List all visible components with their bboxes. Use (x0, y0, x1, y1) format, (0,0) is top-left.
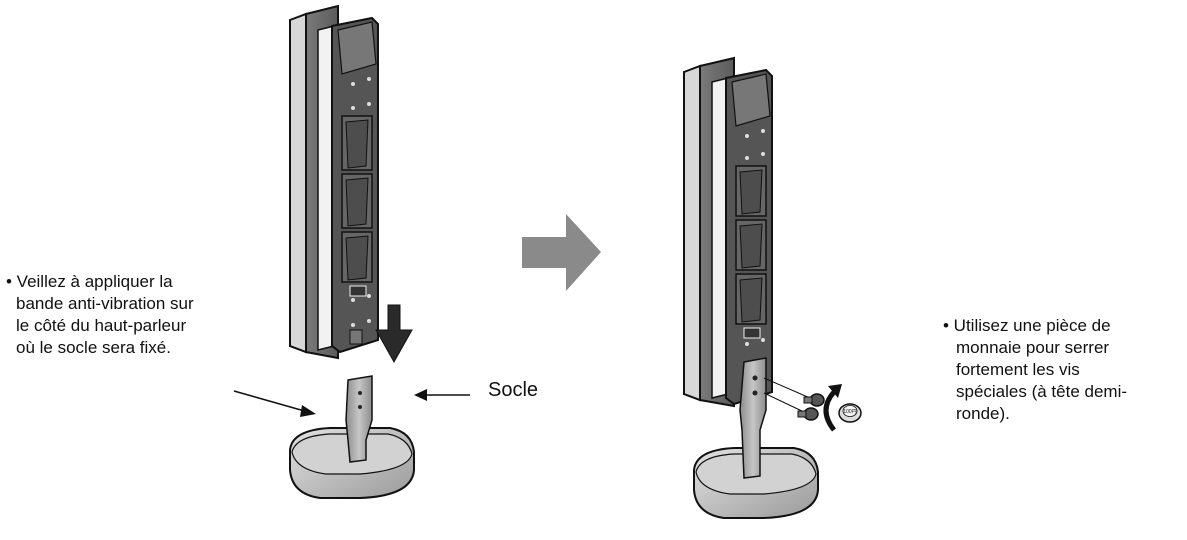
right-note-line: • Utilisez une pièce de (943, 316, 1111, 335)
left-speaker (289, 4, 379, 360)
right-instruction-note: • Utilisez une pièce de monnaie pour ser… (943, 315, 1127, 425)
coin-text: 100円 (843, 409, 856, 415)
left-note-line: le côté du haut-parleur (16, 316, 187, 335)
left-instruction-note: • Veillez à appliquer la bande anti-vibr… (6, 271, 194, 359)
left-stand (289, 375, 415, 499)
right-stand (693, 357, 819, 519)
left-note-line: bande anti-vibration sur (16, 294, 194, 313)
rotate-arrow-icon (823, 390, 837, 432)
right-note-line: fortement les vis (956, 360, 1080, 379)
left-note-line: où le socle sera fixé. (16, 338, 171, 357)
left-note-line: • Veillez à appliquer la (6, 272, 173, 291)
right-note-line: monnaie pour serrer (956, 338, 1110, 357)
right-speaker (683, 56, 773, 408)
right-note-line: ronde). (956, 404, 1010, 423)
pointer-arrow-left (233, 390, 309, 413)
screw-icon (763, 377, 825, 421)
right-note-line: spéciales (à tête demi- (956, 382, 1128, 401)
coin-icon: 100円 (838, 403, 862, 423)
down-arrow-icon (375, 304, 413, 364)
next-step-arrow-icon (522, 214, 601, 291)
socle-label: Socle (488, 379, 539, 401)
